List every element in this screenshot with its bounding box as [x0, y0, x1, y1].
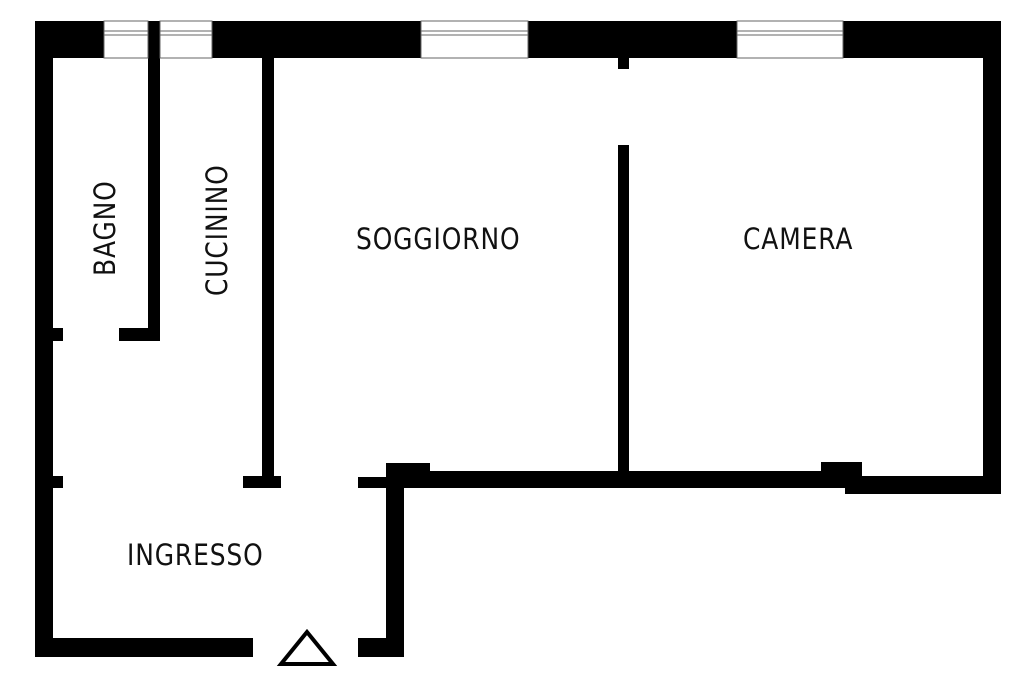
window-bagno [103, 20, 149, 59]
soggiorno-bottom-wall [404, 471, 845, 488]
walls [35, 21, 1001, 657]
cucinino-wall-foot [243, 476, 281, 488]
camera-bottom-wall [845, 476, 1001, 494]
bottom-wall-left [35, 638, 253, 657]
cucinino-wall [262, 58, 274, 488]
camera-junction-block [821, 462, 862, 477]
windows [103, 20, 844, 59]
bagno-window-mullion [148, 21, 160, 58]
entrance-triangle-icon [276, 628, 338, 666]
room-label-bagno: BAGNO [88, 180, 122, 276]
room-label-camera: CAMERA [743, 222, 854, 256]
left-wall-stub-upper [53, 328, 63, 341]
top-wall-center-right [528, 21, 737, 58]
top-wall-center-left [212, 21, 421, 58]
room-label-cucinino: CUCININO [200, 164, 234, 296]
soggiorno-camera-stub [618, 58, 629, 69]
bagno-wall [148, 58, 160, 341]
bagno-wall-stub [119, 328, 160, 341]
left-wall [35, 21, 53, 657]
left-wall-stub-lower [53, 476, 63, 488]
right-wall [983, 21, 1001, 494]
room-label-soggiorno: SOGGIORNO [356, 222, 521, 256]
ingresso-junction-stub [358, 477, 386, 488]
ingresso-right-wall [386, 463, 404, 657]
top-wall-right [843, 21, 1001, 58]
room-label-ingresso: INGRESSO [127, 538, 264, 572]
window-camera [736, 20, 844, 59]
window-soggiorno [420, 20, 529, 59]
window-cucinino [159, 20, 213, 59]
soggiorno-camera-wall [618, 145, 629, 475]
